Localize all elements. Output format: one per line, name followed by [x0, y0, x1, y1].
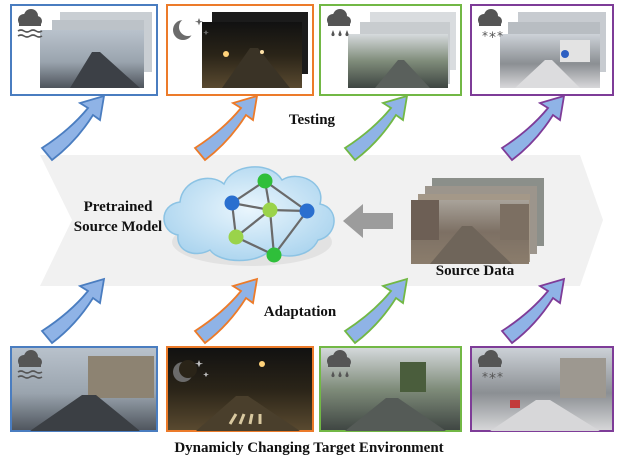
testing-frame-snow: * * * [470, 4, 614, 96]
moon-stars-icon [173, 360, 209, 382]
svg-text:*: * [497, 370, 503, 384]
adaptation-arrow-rain [343, 277, 409, 345]
testing-frame-fog [10, 4, 158, 96]
cloud-snow-icon: * * * [478, 350, 503, 387]
target-frame-fog [10, 346, 158, 432]
network-node [224, 195, 240, 211]
cloud-snow-icon: * * * [478, 9, 503, 46]
svg-text:*: * [482, 29, 488, 43]
adaptation-label: Adaptation [264, 304, 337, 320]
svg-text:*: * [482, 370, 488, 384]
testing-frame-night [166, 4, 314, 96]
network-node [228, 229, 244, 245]
network-node [266, 247, 282, 263]
cloud-fog-icon [17, 9, 43, 38]
source-model-network [163, 166, 335, 266]
target-frame-snow: * * * [470, 346, 614, 432]
testing-arrow-snow [500, 94, 566, 162]
network-node [257, 173, 273, 189]
source-data-label: Source Data [436, 263, 515, 279]
adaptation-arrows [40, 277, 566, 345]
source-data-images [411, 178, 544, 264]
testing-frame-rain [319, 4, 462, 96]
testing-arrow-fog [40, 94, 106, 162]
cloud-fog-icon [17, 350, 43, 379]
model-label-line2: Source Model [74, 219, 162, 235]
adaptation-arrow-snow [500, 277, 566, 345]
model-label-line1: Pretrained [84, 199, 154, 215]
target-frame-night [166, 346, 314, 432]
testing-arrow-night [193, 94, 259, 162]
testing-arrows [40, 94, 566, 162]
pretrain-arrow [343, 204, 393, 238]
svg-text:*: * [489, 371, 496, 387]
svg-text:*: * [489, 30, 496, 46]
network-node [299, 203, 315, 219]
cloud-rain-icon [327, 350, 351, 378]
cloud-rain-icon [327, 9, 351, 37]
adaptation-arrow-fog [40, 277, 106, 345]
testing-label: Testing [289, 112, 336, 128]
target-frame-rain [319, 346, 462, 432]
testing-arrow-rain [343, 94, 409, 162]
adaptation-arrow-night [193, 277, 259, 345]
network-node [262, 202, 278, 218]
moon-stars-icon [173, 18, 209, 40]
svg-text:*: * [497, 29, 503, 43]
diagram-caption: Dynamicly Changing Target Environment [174, 440, 443, 456]
